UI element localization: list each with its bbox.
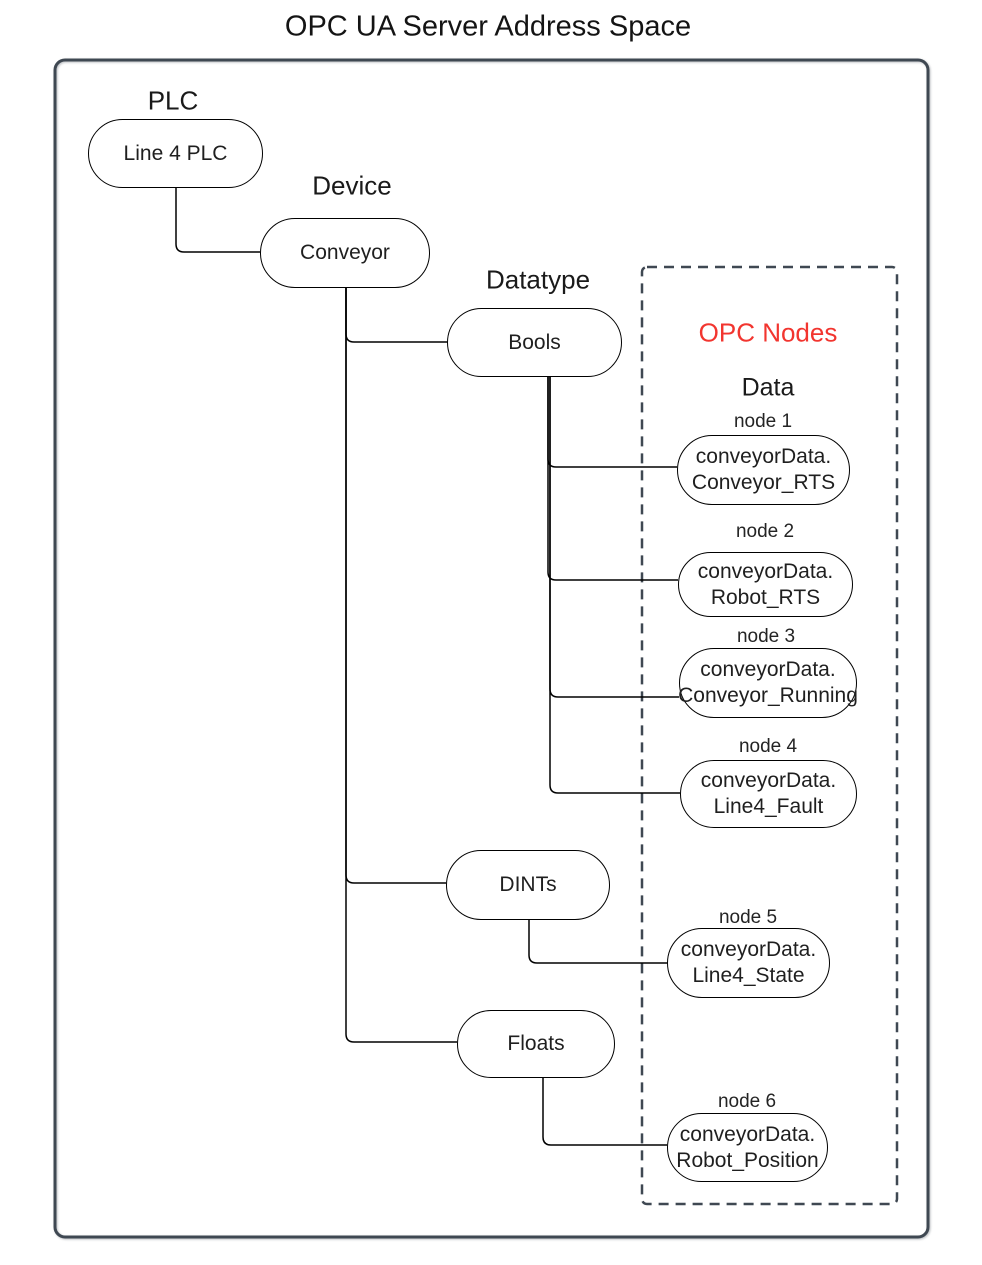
group-label-device: Device: [312, 170, 392, 201]
opc-node-name-line1: conveyorData.: [680, 938, 817, 961]
opc-node-name-line1: conveyorData.: [700, 769, 837, 792]
tree-node-bools: Bools: [447, 308, 622, 377]
connector-bools-to-node1: [547, 377, 677, 468]
connector-dints-to-node5: [528, 920, 667, 964]
opc-node-name-line1: conveyorData.: [697, 559, 834, 583]
tree-node-line4-plc: Line 4 PLC: [88, 119, 263, 188]
opc-node-tag: node 4: [738, 736, 798, 757]
connector-bools-to-node2: [547, 377, 678, 581]
diagram-title: OPC UA Server Address Space: [284, 10, 692, 43]
opc-node-tag: node 3: [736, 626, 796, 647]
connector-bools-to-node3: [549, 377, 679, 698]
opc-node-name-line1: conveyorData.: [695, 445, 832, 468]
tree-node-label: Conveyor: [300, 241, 390, 264]
opc-node-name-line2: Line4_State: [692, 964, 805, 987]
connector-conveyor-to-bools: [345, 288, 447, 343]
opc-node-line4-fault: conveyorData. Line4_Fault: [680, 760, 857, 828]
tree-node-label: Bools: [508, 330, 561, 354]
opc-node-name-line2: Conveyor_Running: [678, 684, 858, 707]
group-label-datatype: Datatype: [485, 264, 591, 295]
opc-node-name-line1: conveyorData.: [679, 1122, 816, 1146]
opc-node-conveyor-running: conveyorData. Conveyor_Running: [678, 648, 858, 718]
opc-node-robot-rts: conveyorData. Robot_RTS: [678, 552, 853, 617]
opc-nodes-panel-title: OPC Nodes: [698, 317, 838, 348]
opc-node-conveyor-rts: conveyorData. Conveyor_RTS: [677, 435, 850, 505]
opc-node-tag: node 1: [733, 411, 793, 432]
tree-node-floats: Floats: [457, 1010, 615, 1078]
tree-node-dints: DINTs: [446, 850, 610, 920]
opc-nodes-panel-border: [640, 265, 899, 1206]
connector-floats-to-node6: [542, 1078, 667, 1146]
opc-node-name-line2: Conveyor_RTS: [691, 471, 836, 494]
opc-node-name-line2: Line4_Fault: [713, 795, 824, 818]
opc-node-tag: node 6: [717, 1091, 777, 1112]
opc-node-name-line2: Robot_Position: [676, 1148, 819, 1172]
opc-node-tag: node 2: [735, 521, 795, 542]
tree-node-label: Line 4 PLC: [123, 141, 228, 165]
connector-group: [175, 188, 680, 1146]
opc-nodes-panel-subtitle: Data: [741, 373, 795, 402]
connector-bools-to-node4: [549, 377, 680, 794]
tree-node-conveyor: Conveyor: [260, 218, 430, 288]
opc-node-robot-position: conveyorData. Robot_Position: [667, 1113, 828, 1182]
outer-frame: [53, 58, 930, 1239]
connector-conveyor-to-floats: [345, 288, 457, 1043]
tree-node-label: DINTs: [499, 873, 557, 896]
tree-node-label: Floats: [507, 1032, 565, 1055]
connector-plc-to-conveyor: [175, 188, 260, 253]
opc-node-line4-state: conveyorData. Line4_State: [667, 928, 830, 998]
opc-node-name-line1: conveyorData.: [700, 658, 836, 681]
connector-conveyor-to-dints: [345, 288, 446, 884]
opc-node-name-line2: Robot_RTS: [710, 585, 821, 609]
opc-node-tag: node 5: [718, 907, 778, 928]
group-label-plc: PLC: [147, 85, 199, 116]
